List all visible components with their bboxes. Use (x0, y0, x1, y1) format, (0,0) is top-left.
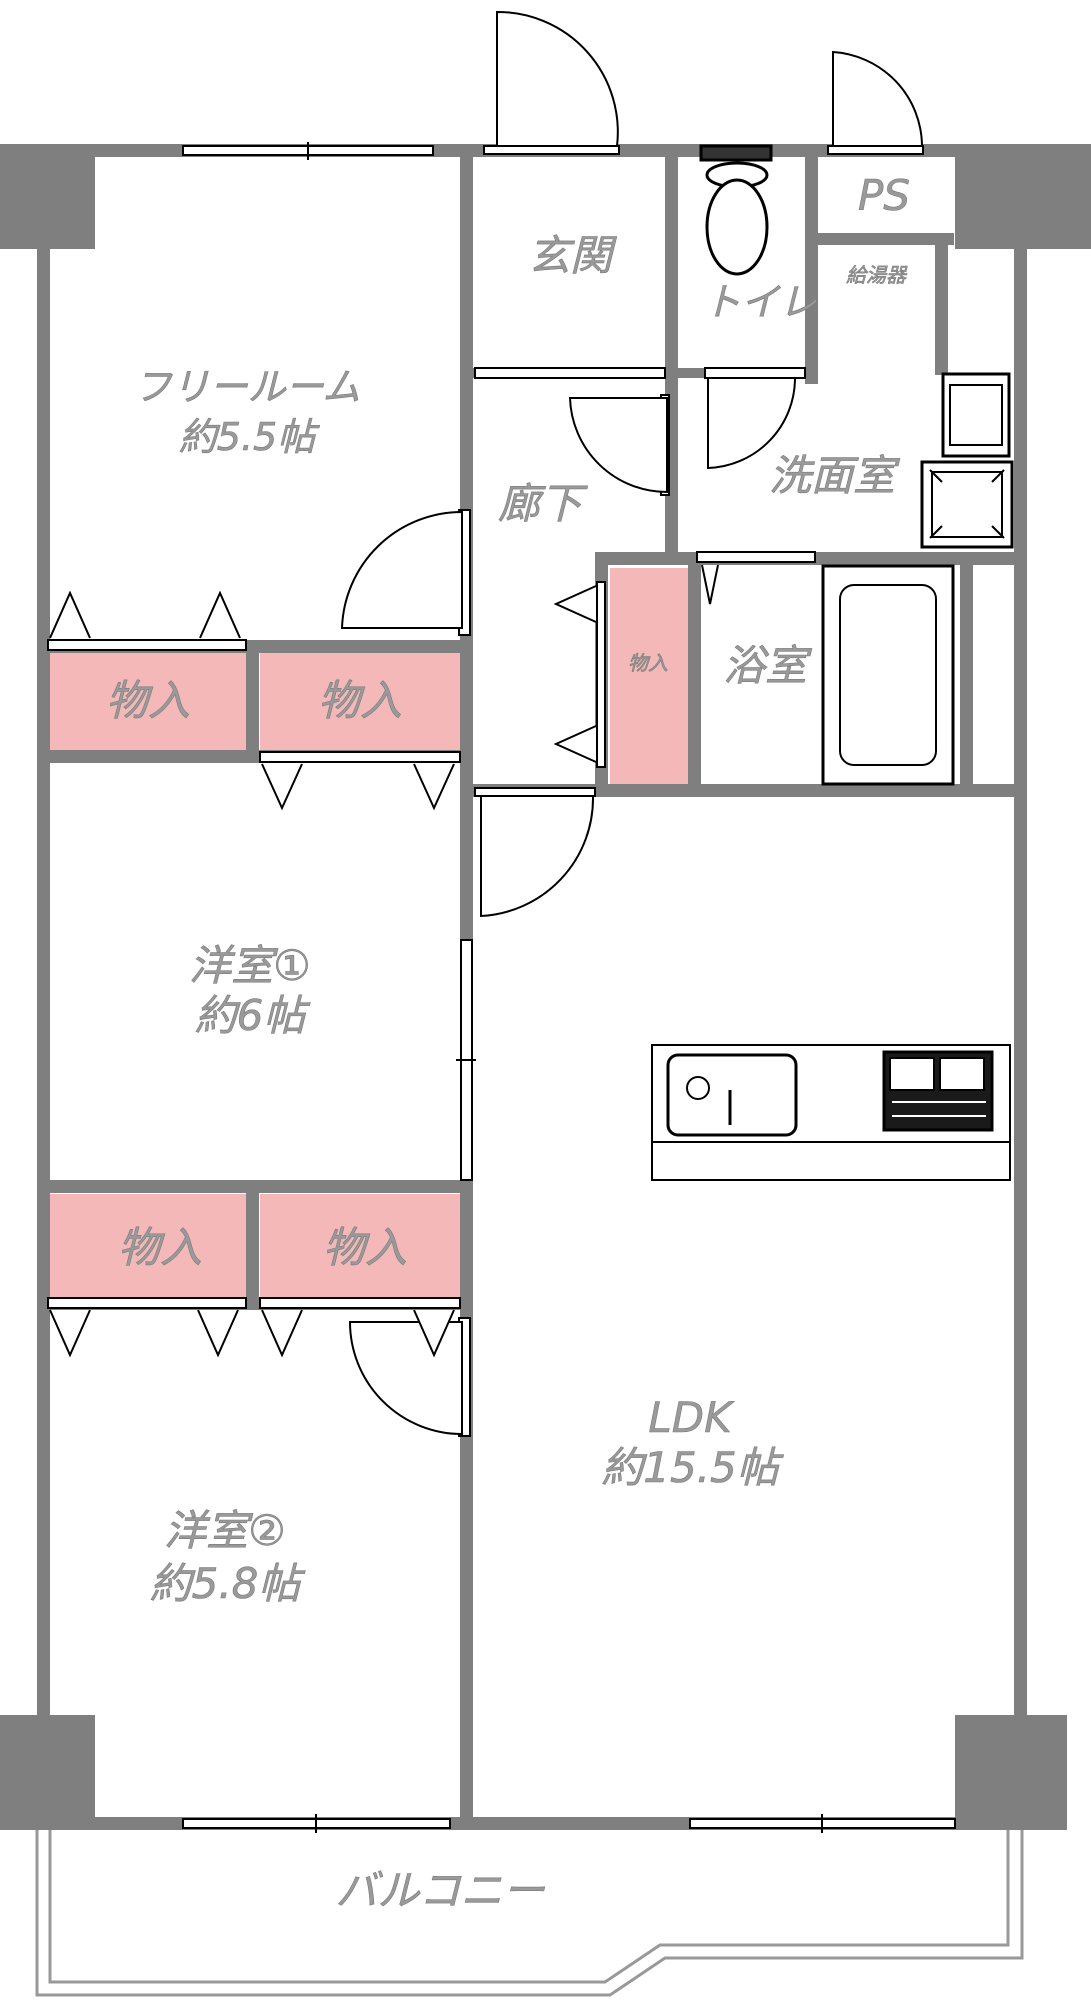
closet-free-room-left (50, 652, 247, 752)
closet-doors (47, 564, 719, 1358)
labels: フリールーム 約5.5帖 玄関 トイレ PS 給湯器 洗面室 廊下 浴室 物入 … (106, 171, 911, 1916)
kitchen-sink (666, 1053, 798, 1137)
closet-room2-right (260, 1194, 460, 1299)
western-room-1-name: 洋室① (189, 941, 311, 990)
entry-door-sill (483, 145, 620, 155)
toilet-tank (699, 144, 773, 162)
closet-label-3: 物入 (118, 1223, 202, 1272)
toilet-door (707, 377, 797, 470)
doors (340, 10, 924, 1437)
balcony-label: バルコニー (335, 1866, 545, 1915)
balcony-outline (35, 1830, 1024, 1997)
ldk-size: 約15.5帖 (601, 1443, 784, 1492)
column-bottom-right (955, 1715, 1067, 1830)
closet-fills (50, 568, 688, 1299)
ps-label: PS (858, 171, 910, 220)
toilet-bowl (705, 178, 769, 276)
western-room-1-size: 約6帖 (195, 991, 311, 1040)
western-room-2-name: 洋室② (164, 1506, 286, 1555)
washroom-label: 洗面室 (769, 451, 900, 500)
ps-box (818, 157, 946, 233)
closet-hallway (610, 568, 688, 790)
toilet-label: トイレ (703, 280, 817, 324)
washroom-door (568, 397, 668, 494)
bathroom-label: 浴室 (723, 641, 812, 690)
western-room-2-size: 約5.8帖 (150, 1559, 306, 1608)
ldk-name: LDK (648, 1393, 735, 1442)
free-room-door (340, 510, 463, 629)
free-room-size: 約5.5帖 (179, 415, 320, 459)
hall-closet-label: 物入 (628, 651, 668, 675)
ps-door (832, 50, 924, 147)
closet-label-1: 物入 (106, 676, 190, 725)
closet-label-4: 物入 (323, 1223, 407, 1272)
closet-label-2: 物入 (318, 676, 402, 725)
free-room-name: フリールーム (134, 365, 361, 409)
hallway-label: 廊下 (498, 479, 588, 528)
fixtures (651, 144, 1014, 1181)
closet-room2-left (50, 1194, 247, 1299)
windows (182, 142, 956, 1833)
closet-free-room-right (260, 652, 460, 752)
genkan-label: 玄関 (528, 231, 617, 280)
ldk-door (480, 795, 595, 918)
entry-door (496, 10, 619, 147)
room2-door (348, 1321, 463, 1436)
water-heater-label: 給湯器 (846, 263, 908, 287)
